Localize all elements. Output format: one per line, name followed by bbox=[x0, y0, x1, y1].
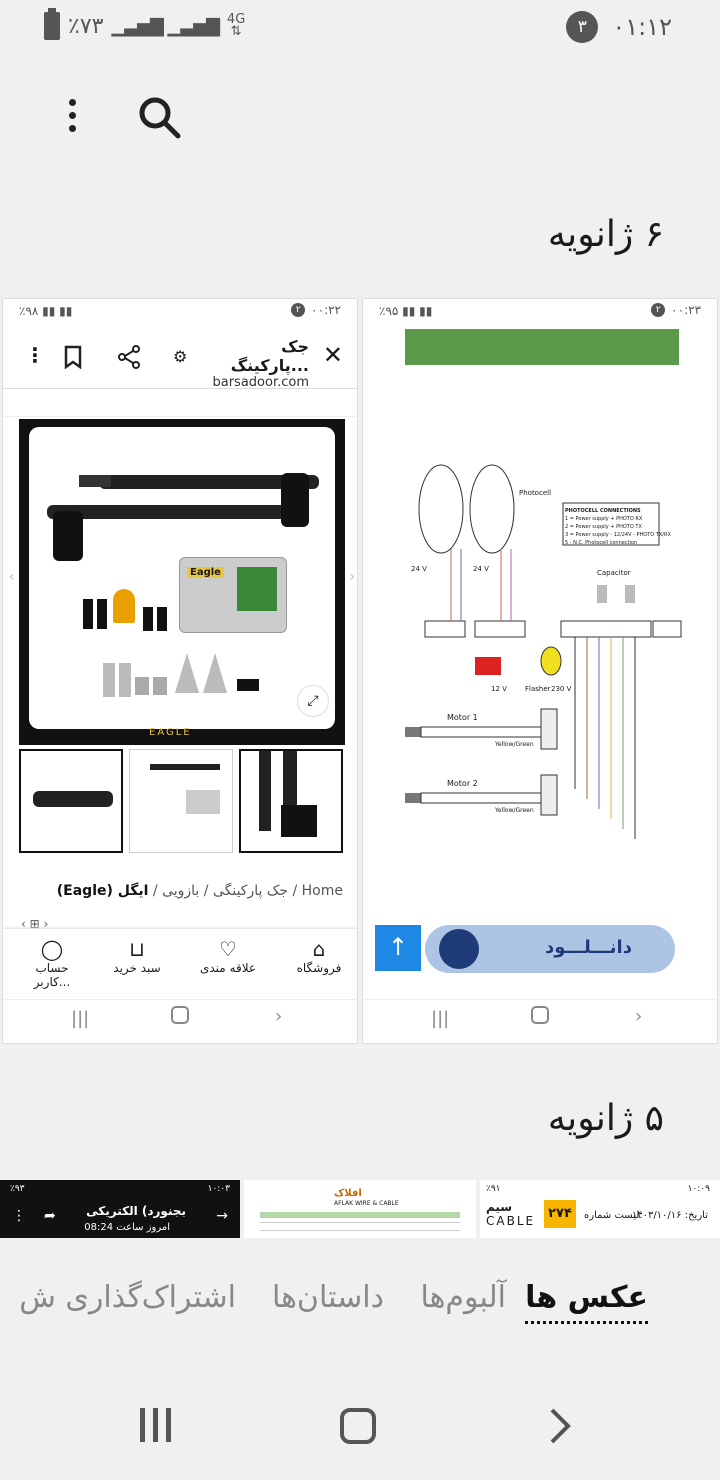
page-url: barsadoor.com bbox=[212, 375, 309, 390]
kebab-icon: ⋮ bbox=[25, 343, 45, 367]
gallery-nav: ‹ ⊞ › bbox=[21, 917, 49, 931]
photo-thumbnail[interactable]: ٪۹۱ ۱۰:۰۹ سیم CABLE ۲۷۴ لیست شماره: تاری… bbox=[480, 1180, 720, 1238]
battery-level: ٪۷۳ bbox=[68, 13, 104, 39]
network-type: 4G⇅ bbox=[226, 12, 246, 39]
gallery-thumb bbox=[19, 749, 123, 853]
photocell-table: PHOTOCELL CONNECTIONS 1 = Power supply +… bbox=[565, 508, 671, 546]
chevron-right-icon: › bbox=[349, 569, 355, 585]
gallery-thumb bbox=[129, 749, 233, 853]
breadcrumb: Home / جک پارکینگی / بازویی / ایگل (Eagl… bbox=[56, 883, 343, 899]
user-icon: ◯ bbox=[40, 937, 64, 961]
app-toolbar bbox=[0, 80, 720, 152]
expand-icon: ⤢ bbox=[297, 685, 329, 717]
section-date: ۵ ژانویه bbox=[547, 1098, 664, 1139]
notification-count: ۳ bbox=[566, 11, 599, 43]
gallery-thumb bbox=[239, 749, 343, 853]
photo-thumbnail[interactable]: ٪۹۳ ۱۰:۰۳ بجنورد) الکتریکی امروز ساعت 08… bbox=[0, 1180, 240, 1238]
close-icon: ✕ bbox=[322, 341, 343, 369]
section-date: ۶ ژانویه bbox=[547, 214, 664, 255]
more-options-icon[interactable] bbox=[58, 96, 86, 136]
photo-thumbnail[interactable]: افلاک AFLAK WIRE & CABLE bbox=[244, 1180, 476, 1238]
search-icon[interactable] bbox=[136, 94, 182, 140]
heart-icon: ♡ bbox=[219, 937, 237, 961]
terminal-block bbox=[405, 329, 679, 365]
download-banner: دانـــلـــود bbox=[425, 925, 675, 973]
back-button[interactable] bbox=[548, 1408, 572, 1444]
tab-stories[interactable]: داستان‌ها bbox=[271, 1280, 384, 1315]
home-button[interactable] bbox=[340, 1408, 376, 1444]
site-bottom-nav: ⌂ فروشگاه ♡ علاقه مندی ⊔ سبد خرید ◯ حساب… bbox=[3, 929, 357, 993]
store-icon: ⌂ bbox=[312, 937, 326, 961]
browser-bar: ⋮ ⚙ جک پارکینگ... barsadoor.com ✕ bbox=[3, 325, 357, 390]
page-title: جک پارکینگ... bbox=[230, 337, 309, 375]
gallery-tabs: عکس ها آلبوم‌ها داستان‌ها اشتراک‌گذاری ش bbox=[0, 1280, 720, 1340]
tab-shared[interactable]: اشتراک‌گذاری ش bbox=[19, 1280, 236, 1315]
mini-nav-bar: ||| › bbox=[3, 999, 357, 1043]
system-nav-bar bbox=[0, 1390, 720, 1462]
tab-photos[interactable]: عکس ها bbox=[525, 1280, 648, 1324]
scroll-up-button: ↑ bbox=[375, 925, 421, 971]
battery-icon bbox=[44, 8, 60, 40]
product-image: Eagle ⤢ EAGLE ‹ › bbox=[9, 419, 355, 745]
box-brand: Eagle bbox=[187, 567, 224, 578]
signal-icon: ▁▃▅▇ ▁▃▅▇ bbox=[111, 15, 219, 37]
wiring-diagram: PHOTOCELL CONNECTIONS 1 = Power supply +… bbox=[375, 369, 707, 989]
share-icon bbox=[118, 345, 140, 369]
status-bar: ٪۷۳ ▁▃▅▇ ▁▃▅▇ 4G⇅ ۳ ۰۱:۱۲ bbox=[0, 0, 720, 56]
product-brand: EAGLE bbox=[149, 727, 192, 738]
tune-icon: ⚙ bbox=[173, 347, 188, 366]
tab-albums[interactable]: آلبوم‌ها bbox=[420, 1280, 506, 1315]
recent-apps-button[interactable] bbox=[140, 1408, 171, 1442]
cart-icon: ⊔ bbox=[129, 937, 145, 961]
bookmark-icon bbox=[64, 345, 82, 369]
mini-nav-bar: ||| › bbox=[363, 999, 717, 1043]
chevron-left-icon: ‹ bbox=[9, 569, 15, 585]
clock: ۰۱:۱۲ bbox=[612, 13, 672, 41]
